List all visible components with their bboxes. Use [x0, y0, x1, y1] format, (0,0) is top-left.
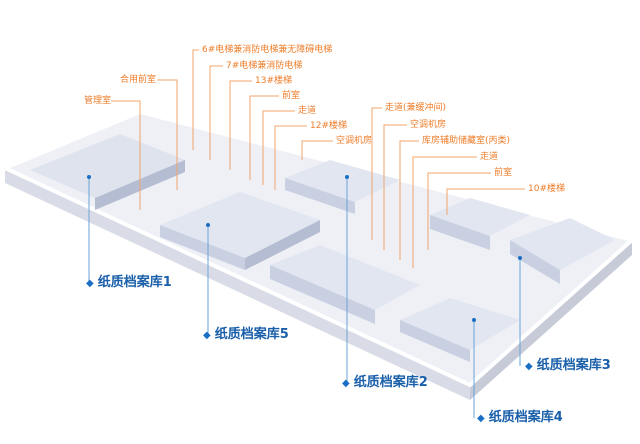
label-shared-anteroom: 合用前室 [120, 75, 157, 85]
archive-room-4 [400, 298, 520, 362]
archive-label-1: ◆纸质档案库1 [86, 276, 172, 291]
label-stair-12: 12#楼梯 [310, 121, 347, 131]
label-stair-10: 10#楼梯 [528, 184, 565, 194]
archive-room-top [285, 160, 400, 214]
label-anteroom-2: 前室 [494, 168, 513, 178]
archive-leaders [88, 177, 521, 418]
archive-name: 纸质档案库3 [536, 358, 611, 373]
diamond-icon: ◆ [203, 330, 211, 341]
label-elevator-6: 6#电梯兼消防电梯兼无障碍电梯 [202, 45, 333, 55]
archive-label-3: ◆纸质档案库3 [525, 359, 611, 374]
archive-name: 纸质档案库1 [97, 275, 172, 290]
archive-room-3 [510, 218, 615, 284]
label-ac-room-2: 空调机房 [410, 120, 447, 130]
label-stair-13: 13#楼梯 [255, 76, 292, 86]
label-leaders [111, 49, 525, 268]
archive-name: 纸质档案库5 [214, 327, 289, 342]
archive-room-5 [160, 192, 320, 270]
diamond-icon: ◆ [342, 378, 350, 389]
label-corridor-2: 走道 [480, 152, 499, 162]
label-anteroom: 前室 [282, 91, 301, 101]
archive-name: 纸质档案库2 [353, 375, 428, 390]
diamond-icon: ◆ [525, 361, 533, 372]
archive-label-4: ◆纸质档案库4 [477, 411, 563, 426]
slab-side [5, 168, 470, 400]
archive-dots [87, 175, 522, 322]
diamond-icon: ◆ [86, 278, 94, 289]
label-corridor-buffer: 走道(兼缓冲间) [385, 103, 447, 113]
outer-wall [4, 109, 637, 388]
label-ac-room: 空调机房 [336, 136, 373, 146]
label-elevator-7: 7#电梯兼消防电梯 [226, 61, 303, 71]
archive-room-right [430, 198, 530, 250]
archive-label-5: ◆纸质档案库5 [203, 328, 289, 343]
diamond-icon: ◆ [477, 413, 485, 424]
archive-name: 纸质档案库4 [488, 410, 563, 425]
archive-room-2 [270, 245, 420, 324]
label-storage: 库房辅助储藏室(丙类) [422, 136, 511, 146]
slab-side-right [470, 240, 632, 400]
label-management-room: 管理室 [84, 96, 112, 106]
label-corridor: 走道 [298, 106, 317, 116]
archive-label-2: ◆纸质档案库2 [342, 376, 428, 391]
